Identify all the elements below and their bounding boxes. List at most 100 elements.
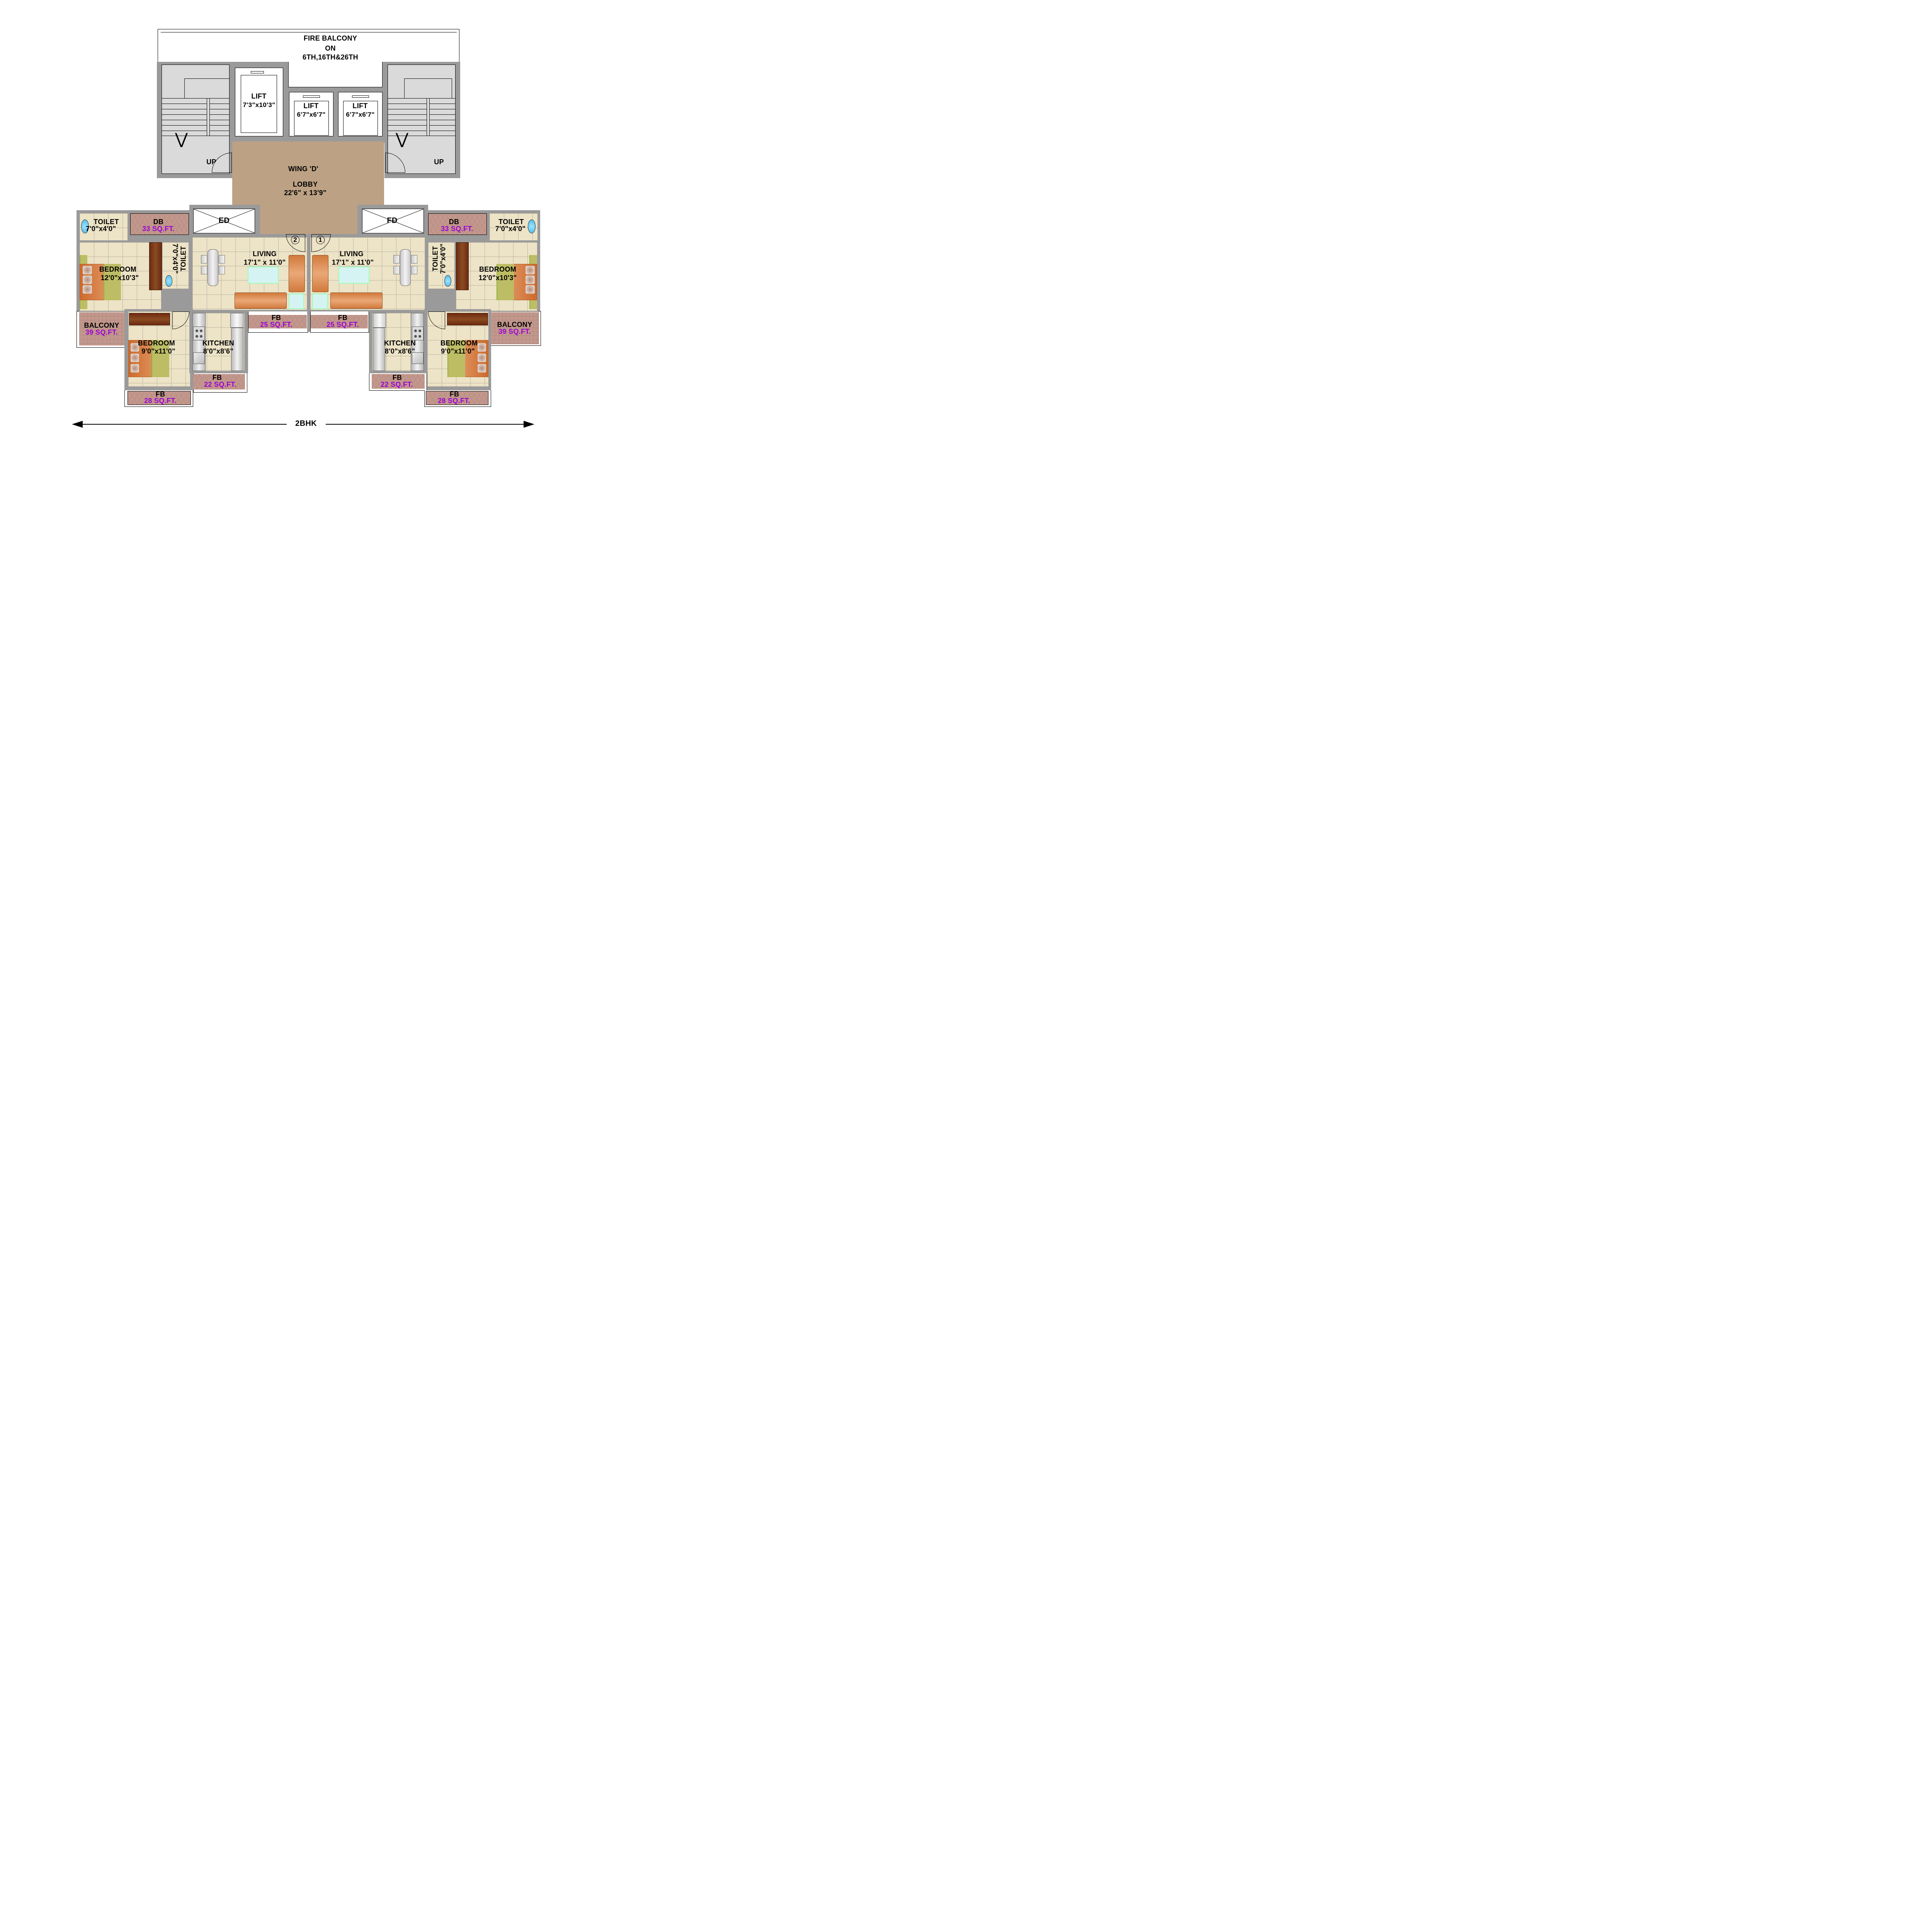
left-fb-bedroom: [128, 391, 191, 405]
bed-sheet: [104, 264, 121, 300]
bed-sheet: [151, 340, 169, 377]
right-db-label: DB: [449, 218, 459, 226]
left-master-bedroom-label: BEDROOM: [99, 265, 137, 273]
right-fb-bedroom-area: 28 SQ.FT.: [438, 397, 470, 405]
lift-large-size: 7'3"x10'3": [243, 101, 276, 109]
ed-duct: [193, 209, 255, 233]
left-db-label: DB: [153, 218, 164, 226]
stove-icon: [412, 327, 423, 340]
left-kitchen-label: KITCHEN: [202, 339, 235, 347]
left-fb-living: [248, 315, 307, 328]
wc-icon: [165, 275, 172, 287]
chair-icon: [201, 255, 207, 264]
down-arrow-icon: ⋁: [175, 131, 188, 148]
left-db-area: 33 SQ.FT.: [142, 225, 175, 233]
side-table-icon: [312, 294, 328, 309]
pillow-icon: [526, 266, 535, 274]
left-balcony-area: 39 SQ.FT.: [85, 328, 118, 336]
fridge-icon: [230, 313, 243, 328]
dining-table-icon: [207, 249, 218, 286]
dimension-line-right: [326, 424, 525, 425]
pillow-icon: [83, 285, 92, 294]
chair-icon: [393, 266, 400, 274]
arrow-left-icon: [72, 421, 83, 428]
lift-small-1: [289, 92, 333, 136]
armchair-icon: [312, 255, 328, 292]
stair-steps: [162, 98, 229, 136]
lift-large: [235, 68, 283, 136]
right-living-size: 17'1" x 11'0": [332, 259, 374, 266]
right-bedroom2-size: 9'0"x11'0": [441, 347, 475, 355]
left-bedroom2-label: BEDROOM: [138, 339, 175, 347]
right-fb-living: [311, 315, 368, 328]
wc-icon: [444, 275, 451, 287]
left-kitchen-size: 8'0"x8'6": [203, 347, 234, 355]
ed-duct-label: ED: [218, 216, 230, 225]
left-balcony-label: BALCONY: [84, 321, 119, 329]
center-table-icon: [248, 267, 279, 284]
lobby-size: 22'6" x 13'9": [284, 189, 327, 197]
left-staircase: ⋁: [162, 65, 232, 174]
lobby-lower: [260, 205, 357, 234]
lift-large-label: LIFT: [251, 92, 267, 100]
left-toilet-side: [162, 242, 189, 289]
bed-sheet: [497, 264, 514, 300]
pillow-icon: [131, 354, 139, 362]
lift-small-2: [338, 92, 383, 136]
fd-duct: [362, 209, 424, 233]
left-living-label: LIVING: [253, 250, 277, 258]
pillow-icon: [83, 276, 92, 284]
chair-icon: [219, 266, 225, 274]
right-fb-bedroom: [426, 391, 488, 405]
fire-balcony-line3: 6TH,16TH&26TH: [303, 53, 358, 61]
kitchen-platform: [231, 328, 243, 371]
pillow-icon: [83, 266, 92, 274]
left-balcony: [79, 312, 128, 345]
stair-landing: [184, 78, 232, 98]
fire-balcony-line1: FIRE BALCONY: [303, 34, 357, 42]
right-kitchen-label: KITCHEN: [384, 339, 416, 347]
left-living-size: 17'1" x 11'0": [243, 259, 286, 266]
sofa-icon: [330, 293, 383, 309]
chair-icon: [411, 266, 417, 274]
pillow-icon: [131, 343, 139, 352]
chair-icon: [393, 255, 400, 264]
fd-duct-label: FD: [387, 216, 398, 225]
right-fb-kitchen-area: 22 SQ.FT.: [381, 381, 413, 388]
pillow-icon: [478, 354, 486, 362]
dining-table-icon: [400, 249, 411, 286]
left-fb-kitchen: [193, 374, 245, 389]
right-master-bedroom-size: 12'0"x10'3": [478, 274, 517, 282]
chair-icon: [219, 255, 225, 264]
party-wall: [307, 234, 310, 332]
right-balcony-label: BALCONY: [497, 321, 532, 328]
sofa-icon: [235, 293, 287, 309]
right-living-label: LIVING: [340, 250, 364, 258]
lobby-wing-label: WING 'D': [288, 165, 318, 173]
pillow-icon: [478, 343, 486, 352]
center-table-icon: [338, 267, 369, 284]
lift-counterweight: [352, 95, 369, 98]
wardrobe-icon: [447, 313, 488, 325]
left-fb-kitchen-label: FB: [212, 374, 222, 381]
lift-car: [343, 101, 378, 136]
chair-icon: [201, 266, 207, 274]
bathtub-icon: [81, 219, 89, 233]
right-fb-kitchen: [372, 374, 425, 389]
lift-small-1-size: 6'7"x6'7": [297, 111, 326, 118]
stair-steps: [388, 98, 455, 136]
wardrobe-icon: [456, 242, 469, 290]
right-stair-up-label: UP: [434, 158, 444, 166]
side-table-icon: [289, 294, 304, 309]
pillow-icon: [526, 285, 535, 294]
left-fb-living-label: FB: [271, 314, 281, 321]
left-toilet-side-size: 7'0"x4'0": [171, 243, 179, 274]
stair-handrail: [207, 98, 210, 136]
right-db: [428, 213, 487, 235]
right-kitchen-size: 8'0"x8'6": [384, 347, 415, 355]
lobby-label: LOBBY: [293, 180, 318, 188]
right-bedroom2-label: BEDROOM: [440, 339, 478, 347]
right-fb-bedroom-label: FB: [449, 390, 459, 398]
sink-icon: [412, 352, 423, 364]
down-arrow-icon: ⋁: [396, 131, 408, 148]
